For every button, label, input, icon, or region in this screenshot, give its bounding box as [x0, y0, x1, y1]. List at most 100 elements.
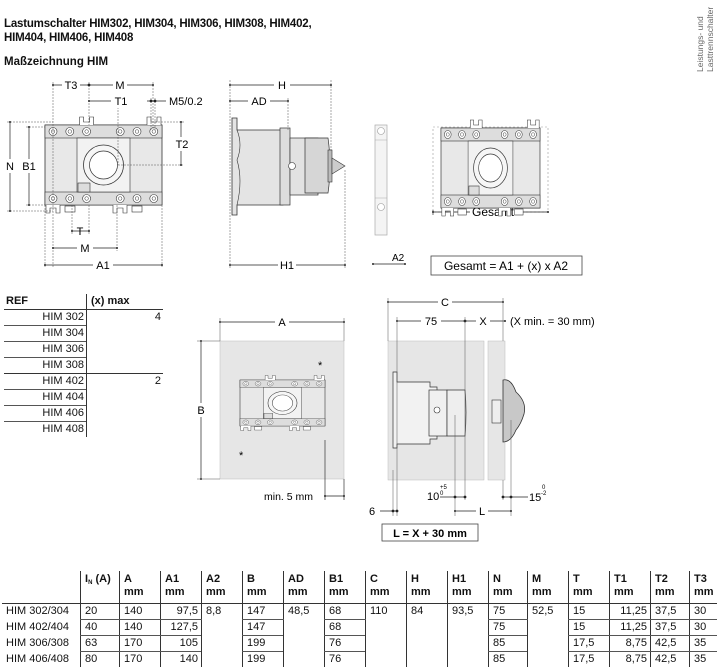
- header-name: A: [124, 573, 132, 585]
- dim-label-c: C: [441, 297, 449, 309]
- ref-cell: HIM 406: [4, 405, 87, 422]
- header-unit: mm: [452, 586, 472, 598]
- header-name: B: [247, 573, 255, 585]
- switch-assembly-view: [440, 119, 541, 217]
- front-view-dimensions: T3 M T1 M5/0.2 T2 N B1 T M A1: [3, 78, 203, 272]
- terminal-screw-icon: [267, 419, 274, 425]
- page-title: Lastumschalter HIM302, HIM304, HIM306, H…: [4, 17, 312, 45]
- cell-h: 84: [406, 603, 448, 667]
- terminal-screw-icon: [291, 381, 298, 387]
- ref-cell: HIM 308: [4, 357, 87, 374]
- header-name: AD: [288, 573, 304, 585]
- terminal-screw-icon: [529, 130, 537, 139]
- terminal-screw-icon: [291, 419, 298, 425]
- header-unit: mm: [247, 586, 267, 598]
- header-name: N: [493, 573, 501, 585]
- cell-in: 80: [80, 651, 120, 667]
- row-label: HIM 406/408: [6, 652, 69, 665]
- xmax-cell: [86, 421, 163, 437]
- xmax-cell: [86, 389, 163, 406]
- cell-b1: 76: [324, 635, 366, 652]
- cell-t3: 35: [688, 635, 717, 652]
- ref-cell: HIM 304: [4, 325, 87, 342]
- header-unit: mm: [329, 586, 349, 598]
- terminal-screw-icon: [132, 127, 142, 136]
- dim-label-a: A: [278, 317, 286, 329]
- cell-in: 20: [80, 603, 120, 620]
- header-unit: mm: [493, 586, 513, 598]
- header-name: T: [573, 573, 580, 585]
- terminal-screw-icon: [149, 127, 159, 136]
- ref-cell: HIM 302: [4, 309, 87, 326]
- dim-label-ad: AD: [251, 96, 266, 108]
- terminal-screw-icon: [315, 419, 323, 425]
- title-line-1: Lastumschalter HIM302, HIM304, HIM306, H…: [4, 18, 312, 30]
- l-formula: L = X + 30 mm: [393, 528, 467, 540]
- dim-label-t2: T2: [176, 139, 189, 151]
- cell-a: 170: [119, 651, 161, 667]
- cell-n: 85: [488, 635, 528, 652]
- header-name: T3: [694, 573, 707, 585]
- header-unit: mm: [370, 586, 390, 598]
- xmax-cell: [86, 357, 163, 374]
- cell-t: 17,5: [568, 635, 610, 652]
- terminal-screw-icon: [242, 381, 249, 387]
- cell-m: 52,5: [527, 603, 569, 667]
- xmax-cell: 4: [86, 309, 163, 326]
- terminal-screw-icon: [500, 197, 509, 206]
- terminal-screw-icon: [115, 127, 125, 136]
- cell-b: 199: [242, 635, 284, 652]
- cell-t: 15: [568, 619, 610, 636]
- min-clearance-label: min. 5 mm: [264, 491, 313, 503]
- cell-t2: 37,5: [650, 619, 690, 636]
- cell-ad: 48,5: [283, 603, 325, 667]
- header-unit: mm: [165, 586, 185, 598]
- header-name: B1: [329, 573, 344, 585]
- cell-t: 17,5: [568, 651, 610, 667]
- header-name: M: [532, 573, 542, 585]
- terminal-screw-icon: [82, 194, 91, 203]
- cell-in: 40: [80, 619, 120, 636]
- terminal-screw-icon: [500, 130, 509, 139]
- row-label: HIM 306/308: [6, 636, 69, 649]
- terminal-screw-icon: [254, 419, 262, 425]
- dim-label-6: 6: [369, 506, 375, 518]
- terminal-screw-icon: [82, 127, 91, 136]
- panel-front-drawing: A B * * min. 5 mm: [194, 315, 345, 503]
- cell-a: 140: [119, 619, 161, 636]
- terminal-screw-icon: [267, 381, 274, 387]
- cell-t1: 8,75: [609, 635, 651, 652]
- header-name: C: [370, 573, 378, 585]
- dim-label-x: X: [479, 316, 487, 328]
- cell-a: 170: [119, 635, 161, 652]
- tolerance-upper: +5: [440, 485, 448, 491]
- header-name: A1: [165, 573, 180, 585]
- tolerance-lower: 0: [440, 491, 444, 497]
- cell-t2: 42,5: [650, 651, 690, 667]
- cell-a2: 8,8: [201, 603, 243, 667]
- cell-a1: 127,5: [160, 619, 202, 636]
- cell-b1: 76: [324, 651, 366, 667]
- cell-t: 15: [568, 603, 610, 620]
- dim-label-t3: T3: [65, 80, 78, 92]
- cell-a1: 97,5: [160, 603, 202, 620]
- terminal-screw-icon: [444, 197, 452, 206]
- cell-a: 140: [119, 603, 161, 620]
- cell-b: 199: [242, 651, 284, 667]
- terminal-screw-icon: [254, 381, 262, 387]
- dim-label-t1: T1: [115, 96, 128, 108]
- dim-label-b1: B1: [22, 161, 35, 173]
- cell-t3: 30: [688, 603, 717, 620]
- terminal-screw-icon: [472, 197, 480, 206]
- dim-label-n: N: [6, 161, 14, 173]
- title-line-2: HIM404, HIM406, HIM408: [4, 32, 134, 44]
